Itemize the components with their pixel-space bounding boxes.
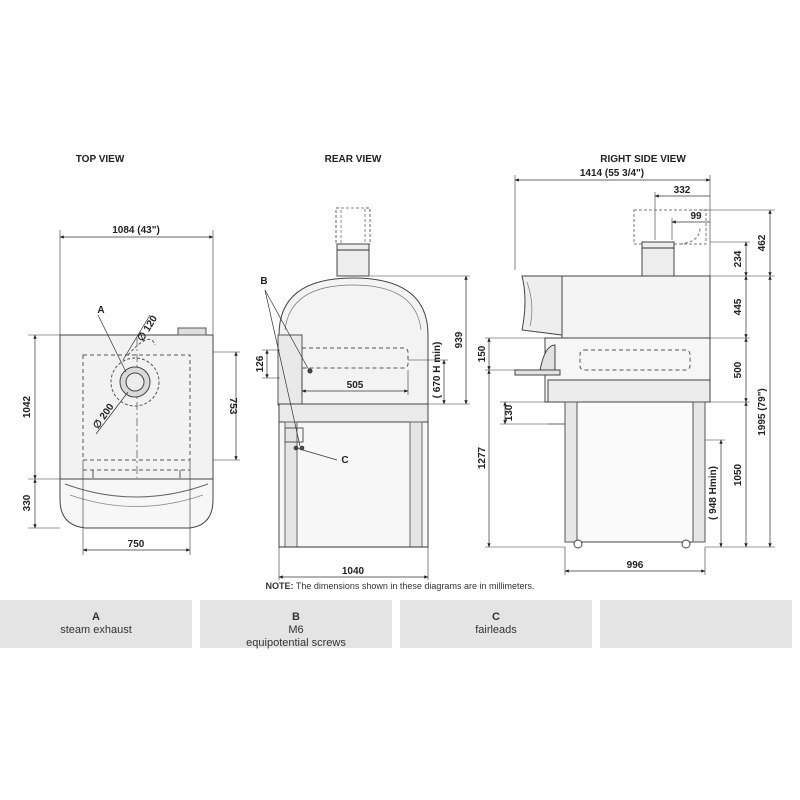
legend-cell-b: B M6 equipotential screws <box>200 600 392 649</box>
side-332-dim: 332 <box>674 185 691 196</box>
top-view <box>28 230 240 555</box>
legend-letter: A <box>92 611 100 623</box>
top-side-dim: 753 <box>227 398 238 415</box>
rear-view-title: REAR VIEW <box>325 154 382 165</box>
note-label: NOTE: <box>265 581 294 591</box>
side-1050-dim: 1050 <box>733 463 744 486</box>
top-depth-dim: 1042 <box>22 395 33 418</box>
callout-c: C <box>341 455 348 466</box>
callout-a: A <box>97 305 104 316</box>
legend-line1: steam exhaust <box>60 624 132 636</box>
rear-126-dim: 126 <box>255 355 266 372</box>
side-view <box>485 175 775 575</box>
rear-505-dim: 505 <box>347 380 364 391</box>
side-99-dim: 99 <box>690 211 702 222</box>
side-948-dim: ( 948 Hmin) <box>708 466 719 520</box>
legend-line1: fairleads <box>475 624 517 636</box>
legend-letter: B <box>292 611 300 623</box>
side-462-dim: 462 <box>757 234 768 251</box>
rear-670-dim: ( 670 H min) <box>432 342 443 399</box>
side-1995-dim: 1995 (79") <box>757 388 768 436</box>
side-150-dim: 150 <box>477 345 488 362</box>
side-445-dim: 445 <box>733 298 744 315</box>
side-130-dim: 130 <box>504 404 515 421</box>
legend-table: A steam exhaust B M6 equipotential screw… <box>0 600 800 649</box>
legend-line1: M6 <box>288 624 304 636</box>
top-front-dim: 330 <box>22 494 33 511</box>
side-996-dim: 996 <box>627 560 644 571</box>
top-view-title: TOP VIEW <box>76 154 125 165</box>
rear-1040-dim: 1040 <box>342 566 365 577</box>
side-1414-dim: 1414 (55 3/4") <box>580 168 644 179</box>
rear-939-dim: 939 <box>454 331 465 348</box>
top-width-dim: 1084 (43") <box>112 225 160 236</box>
legend-letter: C <box>492 611 500 623</box>
legend-cell-a: A steam exhaust <box>0 600 192 648</box>
callout-b: B <box>260 276 267 287</box>
technical-drawing: TOP VIEW REAR VIEW RIGHT SIDE VIEW <box>22 154 775 580</box>
rear-view <box>262 207 470 580</box>
side-500-dim: 500 <box>733 361 744 378</box>
side-1277-dim: 1277 <box>477 446 488 469</box>
legend-line2: equipotential screws <box>246 637 346 649</box>
note: NOTE: The dimensions shown in these diag… <box>0 581 800 591</box>
side-view-title: RIGHT SIDE VIEW <box>600 154 686 165</box>
legend-cell-empty <box>600 600 792 648</box>
note-text: The dimensions shown in these diagrams a… <box>293 581 535 591</box>
legend-cell-c: C fairleads <box>400 600 592 648</box>
top-inner-dim: 750 <box>128 539 145 550</box>
side-234-dim: 234 <box>733 250 744 267</box>
